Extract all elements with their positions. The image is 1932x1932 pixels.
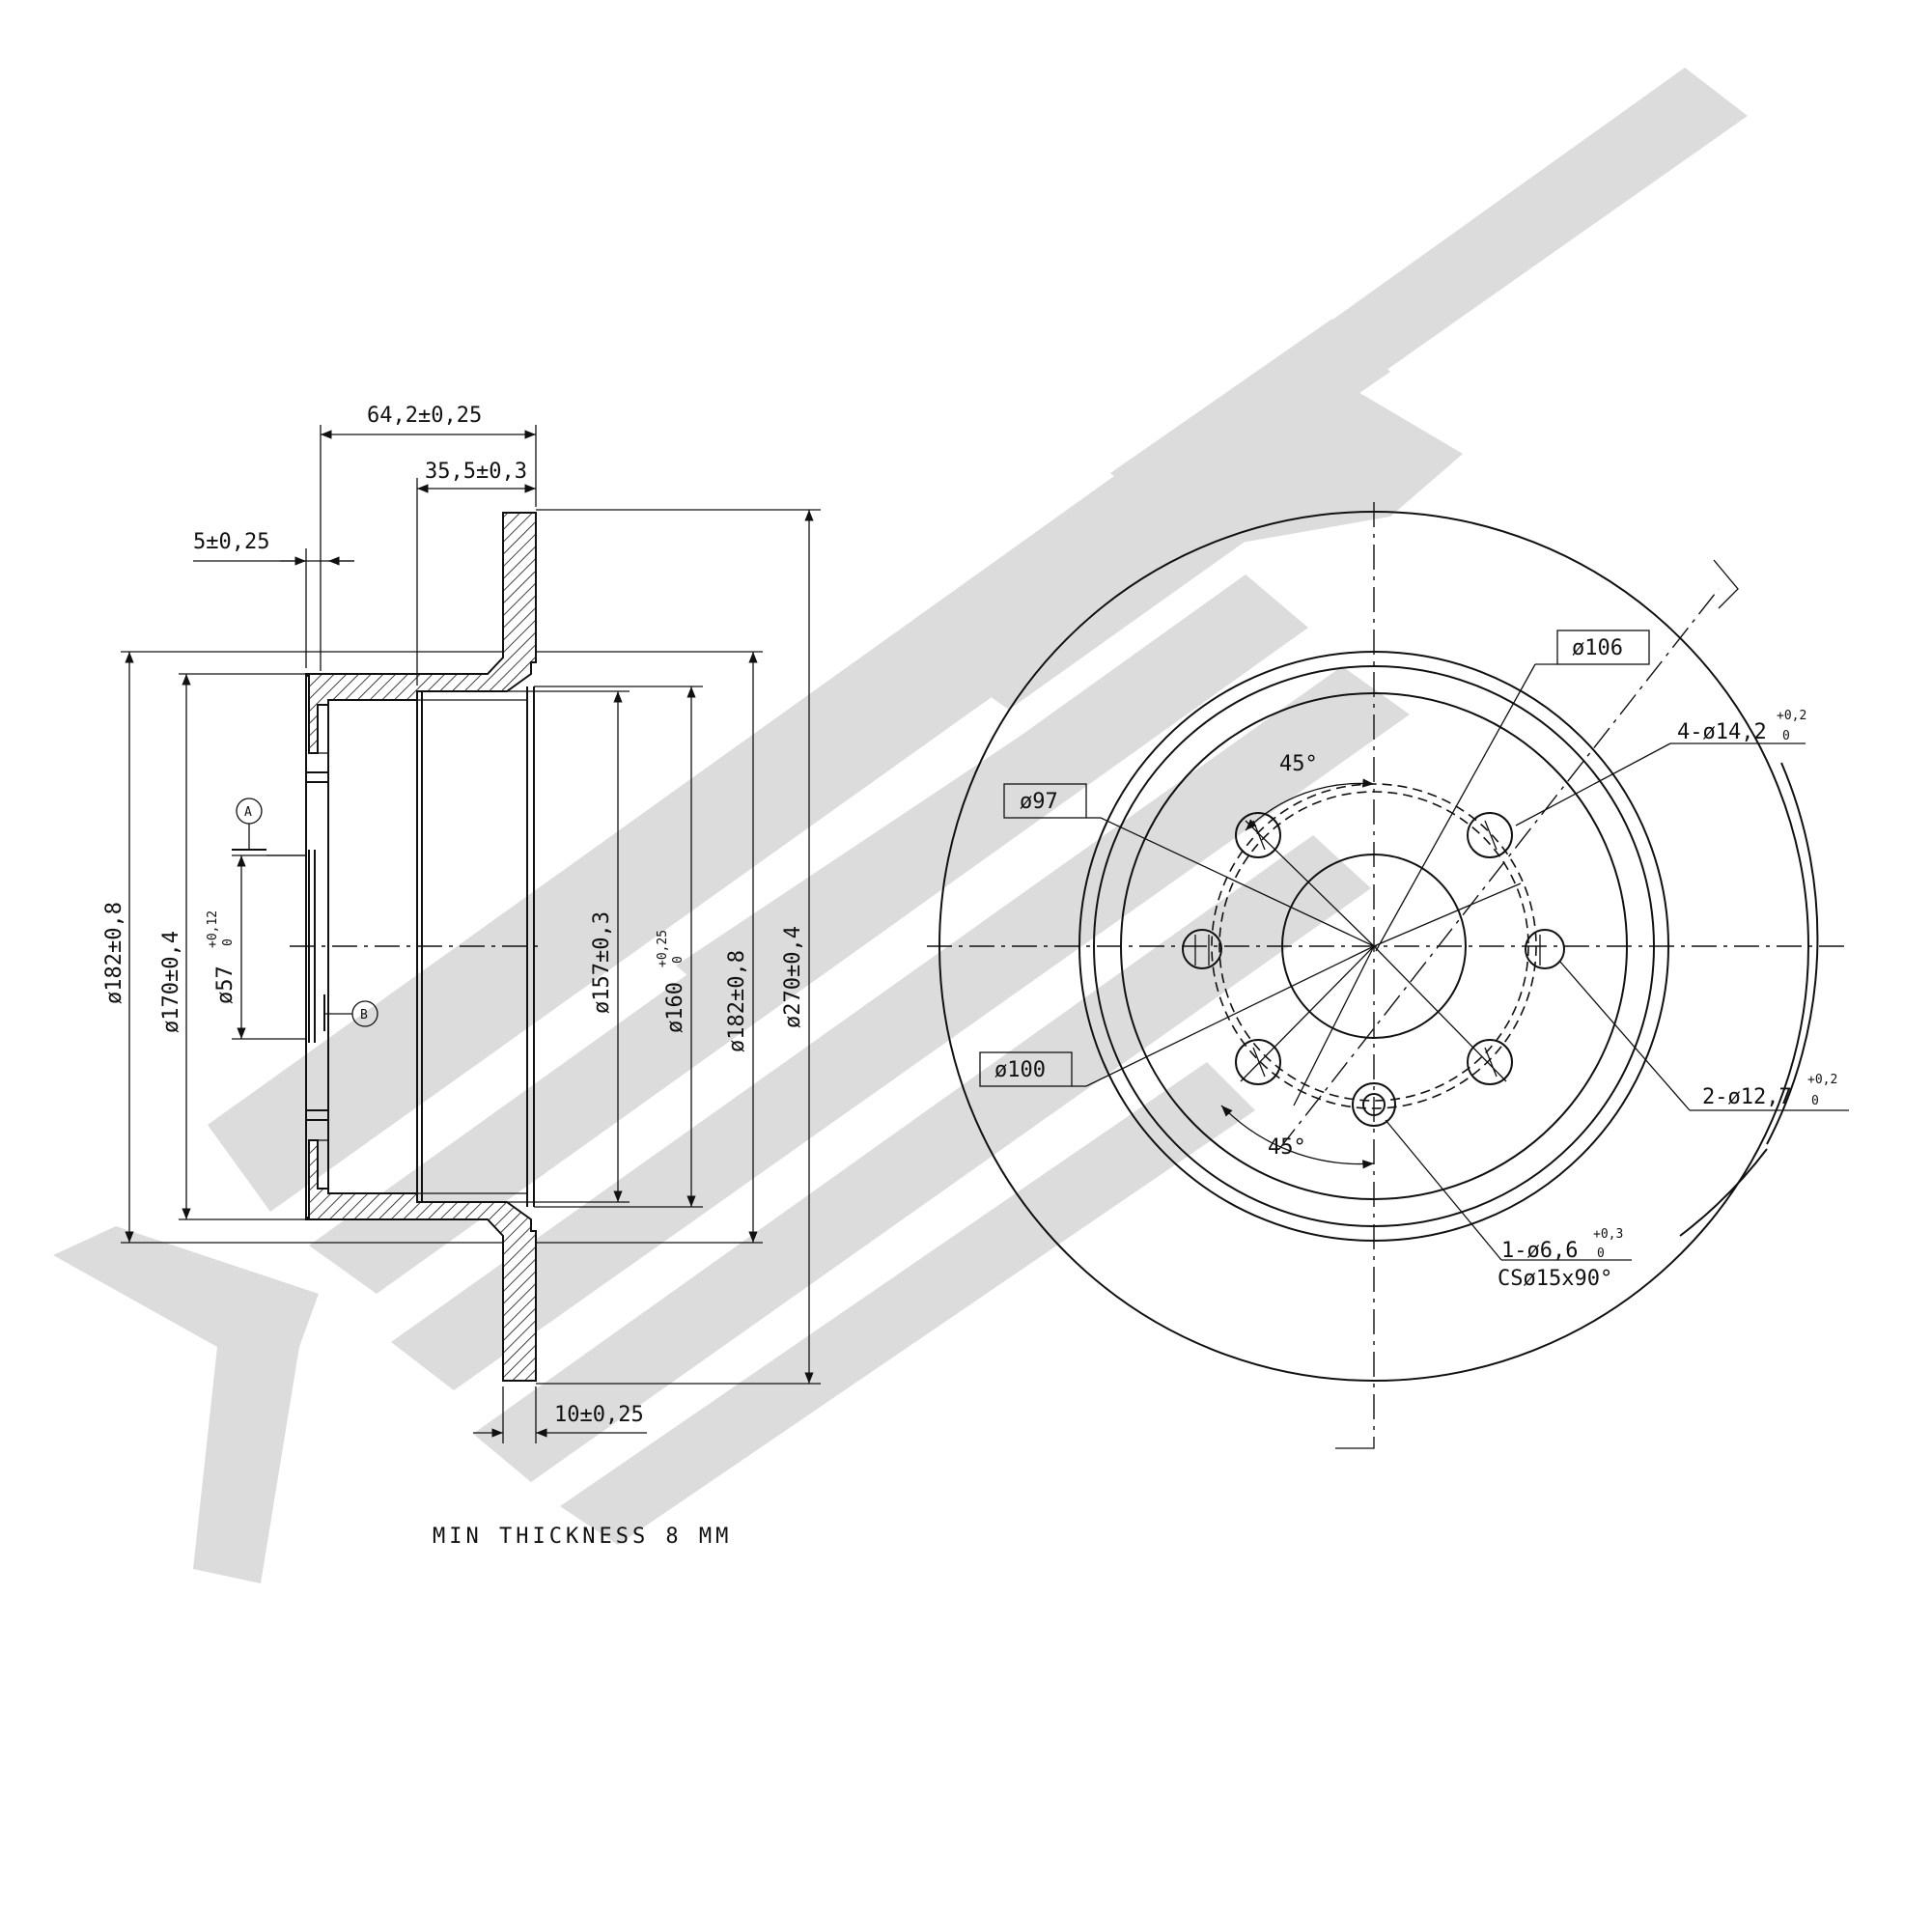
bolt-hole-ur [1467, 812, 1513, 858]
countersunk-hole-outer [1352, 1082, 1396, 1127]
dim-dia-160-tol-upper: +0,25 [656, 930, 670, 967]
hat-outer [1120, 692, 1628, 1200]
datum-b-label: B [360, 1008, 368, 1022]
holes-2-label: 2-ø12,7 [1702, 1085, 1792, 1109]
disc-outer-rim [938, 511, 1809, 1382]
hole-1-callout: 1-ø6,6 +0,3 0 CSø15x90° [1498, 1227, 1623, 1291]
dim-dia-160: ø160 [663, 982, 687, 1033]
dim-dia-170: ø170±0,4 [159, 931, 183, 1033]
dim-flange-thickness: 5±0,25 [193, 530, 269, 554]
dim-hub-depth: 35,5±0,3 [425, 460, 527, 484]
d97-box [1003, 783, 1087, 819]
bolt-hole-ll [1235, 1039, 1281, 1085]
hole-1-tol-lower: 0 [1597, 1246, 1605, 1261]
d100-box [979, 1051, 1073, 1087]
bolt-pitch-circle-2 [1218, 791, 1529, 1102]
d106-box [1556, 630, 1650, 665]
dim-dia-57: ø57 [213, 966, 238, 1004]
datum-a-label: A [244, 805, 252, 820]
countersink-label: CSø15x90° [1498, 1267, 1612, 1291]
dim-dia-160-group: ø160 +0,25 0 [656, 930, 687, 1033]
dim-dia-182-right: ø182±0,8 [725, 950, 749, 1052]
holes-2-tol-lower: 0 [1811, 1094, 1819, 1108]
hole-1-label: 1-ø6,6 [1501, 1239, 1578, 1263]
dim-dia-160-tol-lower: 0 [671, 956, 686, 964]
d100-label: ø100 [994, 1058, 1046, 1082]
bolt-hole-right [1525, 929, 1565, 969]
dim-dia-182-left: ø182±0,8 [102, 902, 126, 1004]
center-bore [1281, 854, 1467, 1039]
min-thickness-note: MIN THICKNESS 8 MM [433, 1525, 732, 1549]
watermark-logo [53, 68, 1748, 1583]
dim-dia-270: ø270±0,4 [781, 926, 805, 1028]
front-view: 45° 45° ø106 ø97 ø100 4-ø14,2 +0,2 0 2-ø… [927, 502, 1849, 1449]
holes-2-tol-upper: +0,2 [1807, 1073, 1837, 1087]
d106-label: ø106 [1572, 636, 1623, 660]
angle-bottom-label: 45° [1268, 1135, 1306, 1160]
bolt-hole-lr [1467, 1039, 1513, 1085]
angle-top-label: 45° [1279, 752, 1318, 776]
dim-disc-thickness: 10±0,25 [554, 1403, 644, 1427]
friction-ring-inner-1 [1078, 651, 1669, 1242]
dim-overall-width: 64,2±0,25 [367, 404, 482, 428]
holes-2-callout: 2-ø12,7 +0,2 0 [1702, 1073, 1837, 1109]
section-view: 64,2±0,25 35,5±0,3 5±0,25 10±0,25 ø182±0… [102, 404, 821, 1549]
holes-4-callout: 4-ø14,2 +0,2 0 [1677, 709, 1806, 744]
dim-dia-157: ø157±0,3 [590, 911, 614, 1014]
holes-4-label: 4-ø14,2 [1677, 720, 1767, 744]
holes-4-tol-upper: +0,2 [1777, 709, 1806, 723]
holes-4-tol-lower: 0 [1782, 729, 1790, 743]
friction-ring-inner-2 [1093, 665, 1655, 1227]
dim-dia-57-tol-lower: 0 [221, 938, 236, 946]
bolt-hole-left [1182, 929, 1222, 969]
hole-1-tol-upper: +0,3 [1593, 1227, 1623, 1242]
dim-dia-57-tol-upper: +0,12 [206, 910, 220, 948]
dim-dia-57-group: ø57 +0,12 0 [206, 910, 238, 1004]
d97-label: ø97 [1020, 790, 1058, 814]
countersunk-hole-inner [1362, 1093, 1386, 1116]
